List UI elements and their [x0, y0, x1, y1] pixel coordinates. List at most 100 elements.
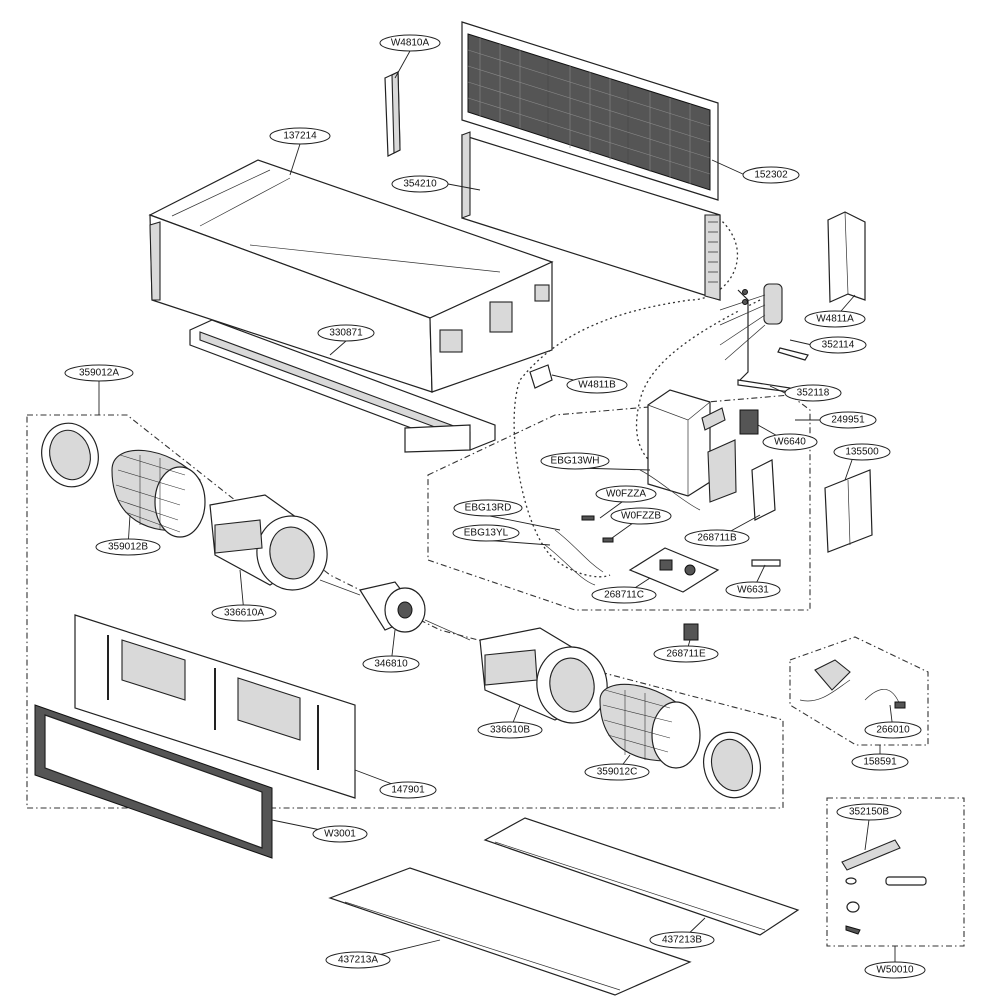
- pcb-268711b: [707, 439, 776, 521]
- part-label-268711c: 268711C: [591, 586, 657, 604]
- part-label-158591: 158591: [851, 753, 909, 771]
- tube-connection-loop-1: [513, 214, 738, 578]
- svg-text:152302: 152302: [754, 170, 788, 181]
- inlet-ring-left: [41, 422, 99, 488]
- svg-text:W4810A: W4810A: [391, 38, 430, 49]
- part-label-352150b: 352150B: [836, 803, 902, 821]
- svg-text:336610B: 336610B: [490, 725, 530, 736]
- part-label-352118: 352118: [784, 384, 842, 402]
- part-label-ebg13wh: EBG13WH: [540, 452, 610, 470]
- svg-text:346810: 346810: [374, 659, 408, 670]
- blower-wheel-359012c: [599, 683, 701, 769]
- terminal-assembly-boundary: [789, 636, 929, 746]
- svg-text:249951: 249951: [831, 415, 865, 426]
- svg-text:352150B: 352150B: [849, 807, 889, 818]
- drain-pan-330871: [189, 319, 496, 453]
- part-label-w4811a: W4811A: [804, 310, 866, 328]
- svg-text:135500: 135500: [845, 447, 879, 458]
- part-label-437213a: 437213A: [325, 951, 391, 969]
- wire-harnesses: [544, 469, 781, 586]
- part-label-w50010: W50010: [864, 961, 926, 979]
- terminal-cover-w6640: [739, 409, 759, 435]
- svg-text:W4811B: W4811B: [578, 380, 616, 391]
- svg-text:268711B: 268711B: [697, 533, 737, 544]
- part-label-147901: 147901: [379, 781, 437, 799]
- main-pcb-268711c: [628, 547, 720, 593]
- svg-text:W6631: W6631: [737, 585, 769, 596]
- part-label-352114: 352114: [809, 336, 867, 354]
- svg-text:330871: 330871: [329, 328, 363, 339]
- svg-text:354210: 354210: [403, 179, 437, 190]
- bracket-w4810a: [384, 71, 401, 157]
- part-label-w0fzza: W0FZZA: [595, 485, 657, 503]
- part-label-359012b: 359012B: [95, 538, 161, 556]
- svg-text:W6640: W6640: [774, 437, 806, 448]
- svg-text:W0FZZA: W0FZZA: [606, 489, 646, 500]
- svg-text:158591: 158591: [863, 757, 897, 768]
- part-label-ebg13yl: EBG13YL: [452, 524, 520, 542]
- svg-text:W0FZZB: W0FZZB: [621, 511, 661, 522]
- terminal-block-266010: [799, 659, 906, 709]
- svg-text:437213B: 437213B: [662, 935, 702, 946]
- part-label-437213b: 437213B: [649, 931, 715, 949]
- part-label-354210: 354210: [391, 175, 449, 193]
- part-label-152302: 152302: [742, 166, 800, 184]
- scroll-housing-336610a: [209, 494, 328, 591]
- svg-text:W4811A: W4811A: [816, 314, 854, 325]
- panel-437213b: [483, 817, 800, 936]
- fan-motor-346810: [319, 579, 471, 641]
- svg-text:359012C: 359012C: [597, 767, 638, 778]
- svg-text:359012B: 359012B: [108, 542, 148, 553]
- frame-w3001: [34, 704, 273, 859]
- svg-text:336610A: 336610A: [224, 608, 264, 619]
- electrical-assembly-boundary: [427, 394, 811, 611]
- panel-437213a: [328, 867, 692, 996]
- svg-text:137214: 137214: [283, 131, 317, 142]
- svg-text:437213A: 437213A: [338, 955, 378, 966]
- scroll-housing-336610b: [479, 627, 608, 724]
- part-label-135500: 135500: [833, 443, 891, 461]
- svg-text:W3001: W3001: [324, 829, 356, 840]
- svg-text:EBG13WH: EBG13WH: [551, 456, 600, 467]
- part-label-359012c: 359012C: [584, 763, 650, 781]
- part-label-w3001: W3001: [312, 825, 368, 843]
- part-label-ebg13rd: EBG13RD: [453, 499, 523, 517]
- fan-panel-147901: [74, 614, 356, 799]
- svg-text:268711C: 268711C: [604, 590, 644, 601]
- valve-assembly-352114: [719, 283, 809, 381]
- accessory-kit-boundary: [826, 797, 965, 947]
- part-label-137214: 137214: [269, 127, 331, 145]
- part-label-w6640: W6640: [762, 433, 818, 451]
- svg-text:266010: 266010: [876, 725, 910, 736]
- inlet-ring-right: [703, 731, 761, 799]
- accessory-parts: [845, 876, 927, 935]
- part-label-w6631: W6631: [725, 581, 781, 599]
- part-label-268711e: 268711E: [653, 645, 719, 663]
- side-panel-135500: [824, 469, 873, 553]
- svg-text:EBG13RD: EBG13RD: [465, 503, 512, 514]
- copper-tube-352118: [737, 379, 791, 393]
- part-label-359012a: 359012A: [64, 364, 134, 382]
- air-filter-152302: [461, 21, 719, 201]
- svg-text:EBG13YL: EBG13YL: [464, 528, 509, 539]
- evaporator-coil-354210: [461, 131, 721, 301]
- svg-text:W50010: W50010: [876, 965, 914, 976]
- svg-text:352114: 352114: [822, 340, 855, 351]
- part-label-266010: 266010: [864, 721, 922, 739]
- part-label-268711b: 268711B: [684, 529, 750, 547]
- bracket-w4811a: [827, 211, 866, 303]
- part-label-w4810a: W4810A: [379, 34, 441, 52]
- svg-text:352118: 352118: [797, 388, 830, 399]
- part-label-249951: 249951: [819, 411, 877, 429]
- bracket-w4811b: [529, 364, 553, 389]
- part-label-336610a: 336610A: [211, 604, 277, 622]
- part-label-w4811b: W4811B: [566, 376, 628, 394]
- svg-text:268711E: 268711E: [666, 649, 706, 660]
- part-label-w0fzzb: W0FZZB: [610, 507, 672, 525]
- part-label-336610b: 336610B: [477, 721, 543, 739]
- svg-text:147901: 147901: [391, 785, 425, 796]
- component-268711e: [683, 623, 699, 641]
- svg-text:359012A: 359012A: [79, 368, 119, 379]
- control-box-249951: [647, 389, 726, 497]
